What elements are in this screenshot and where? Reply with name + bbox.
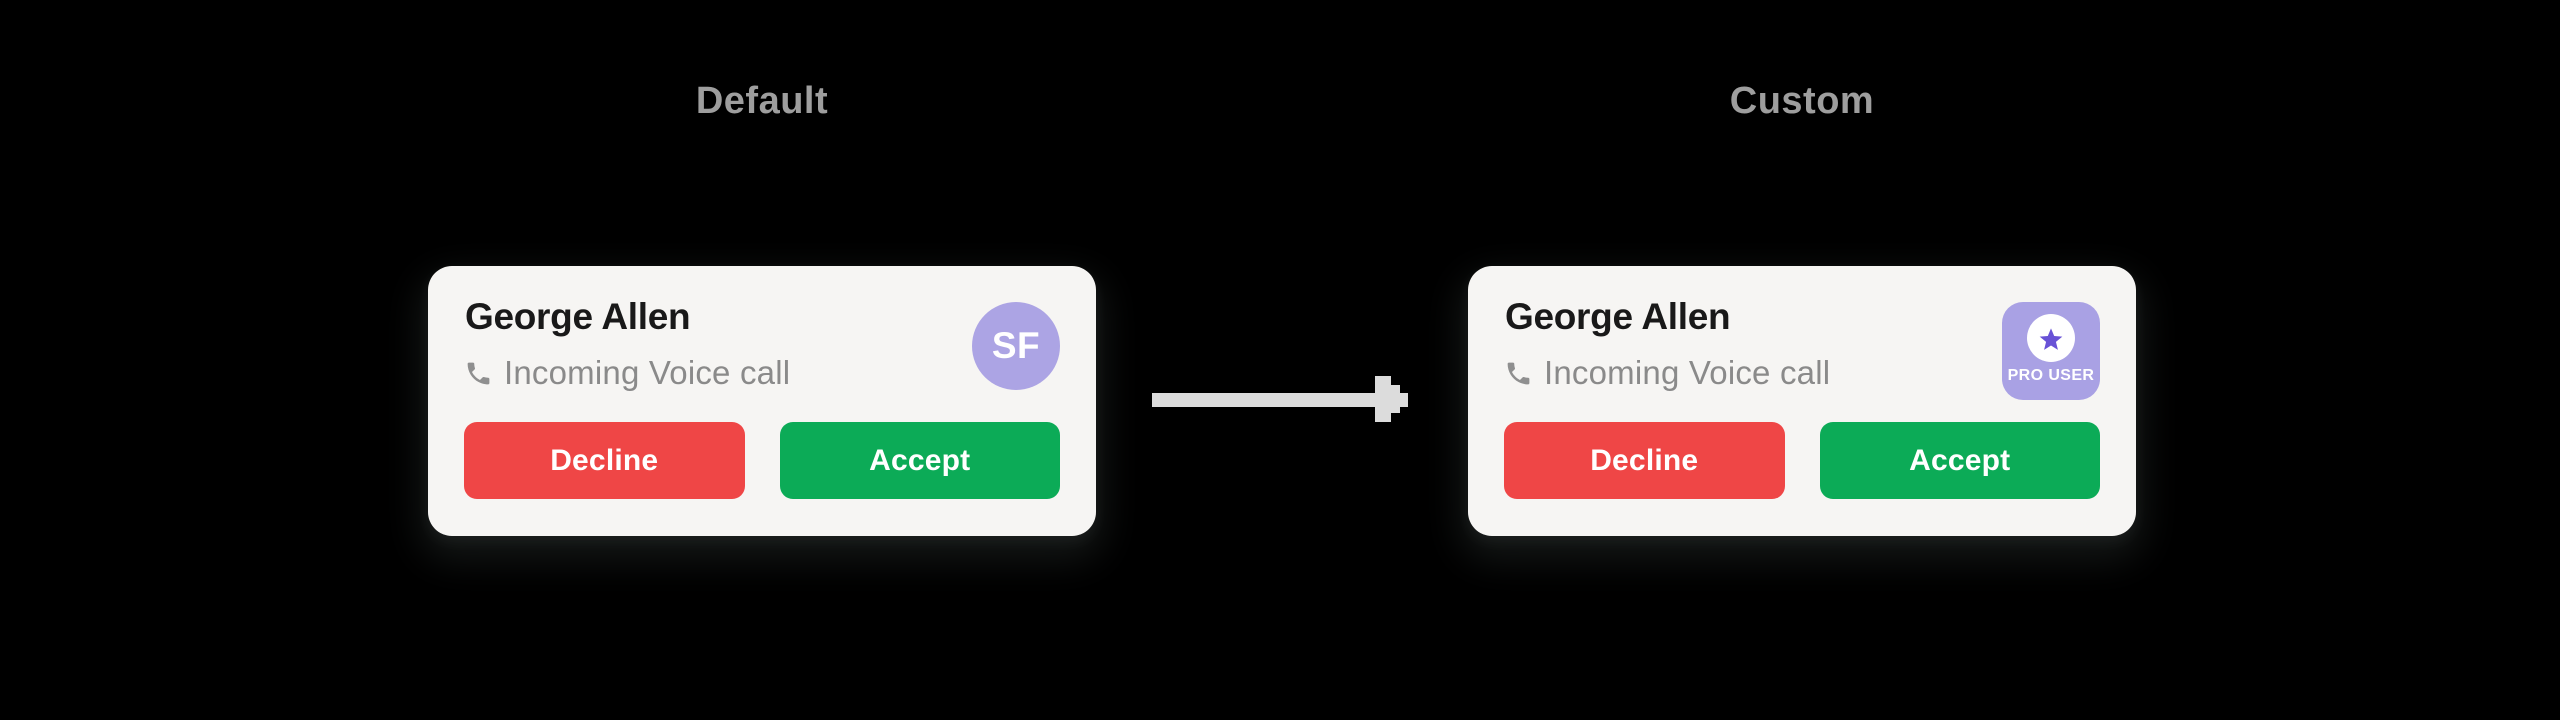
accept-button[interactable]: Accept — [1819, 422, 2100, 499]
arrow-right-icon — [1152, 376, 1408, 422]
accept-button[interactable]: Accept — [779, 422, 1060, 499]
pro-user-badge: PRO USER — [2002, 302, 2100, 400]
call-subtitle: Incoming Voice call — [504, 354, 791, 391]
avatar: SF — [972, 302, 1060, 390]
incoming-call-card-default: George Allen Incoming Voice call SF Decl… — [428, 266, 1096, 536]
caller-name: George Allen — [465, 296, 691, 337]
incoming-call-card-custom: George Allen Incoming Voice call PRO USE… — [1468, 266, 2136, 536]
decline-button[interactable]: Decline — [464, 422, 745, 499]
call-subtitle-row: Incoming Voice call — [464, 354, 790, 392]
call-icon — [1507, 362, 1530, 384]
panel-label-default: Default — [695, 80, 829, 122]
panel-label-custom: Custom — [1729, 80, 1875, 122]
decline-button[interactable]: Decline — [1504, 422, 1785, 499]
call-icon — [467, 362, 490, 384]
call-subtitle: Incoming Voice call — [1544, 354, 1831, 391]
call-action-buttons: Decline Accept — [464, 422, 1060, 499]
call-subtitle-row: Incoming Voice call — [1504, 354, 1830, 392]
avatar-initials: SF — [991, 325, 1041, 366]
caller-name: George Allen — [1505, 296, 1731, 337]
star-icon — [2039, 328, 2063, 350]
call-action-buttons: Decline Accept — [1504, 422, 2100, 499]
star-circle — [2027, 314, 2075, 362]
pro-user-label: PRO USER — [2007, 367, 2095, 384]
